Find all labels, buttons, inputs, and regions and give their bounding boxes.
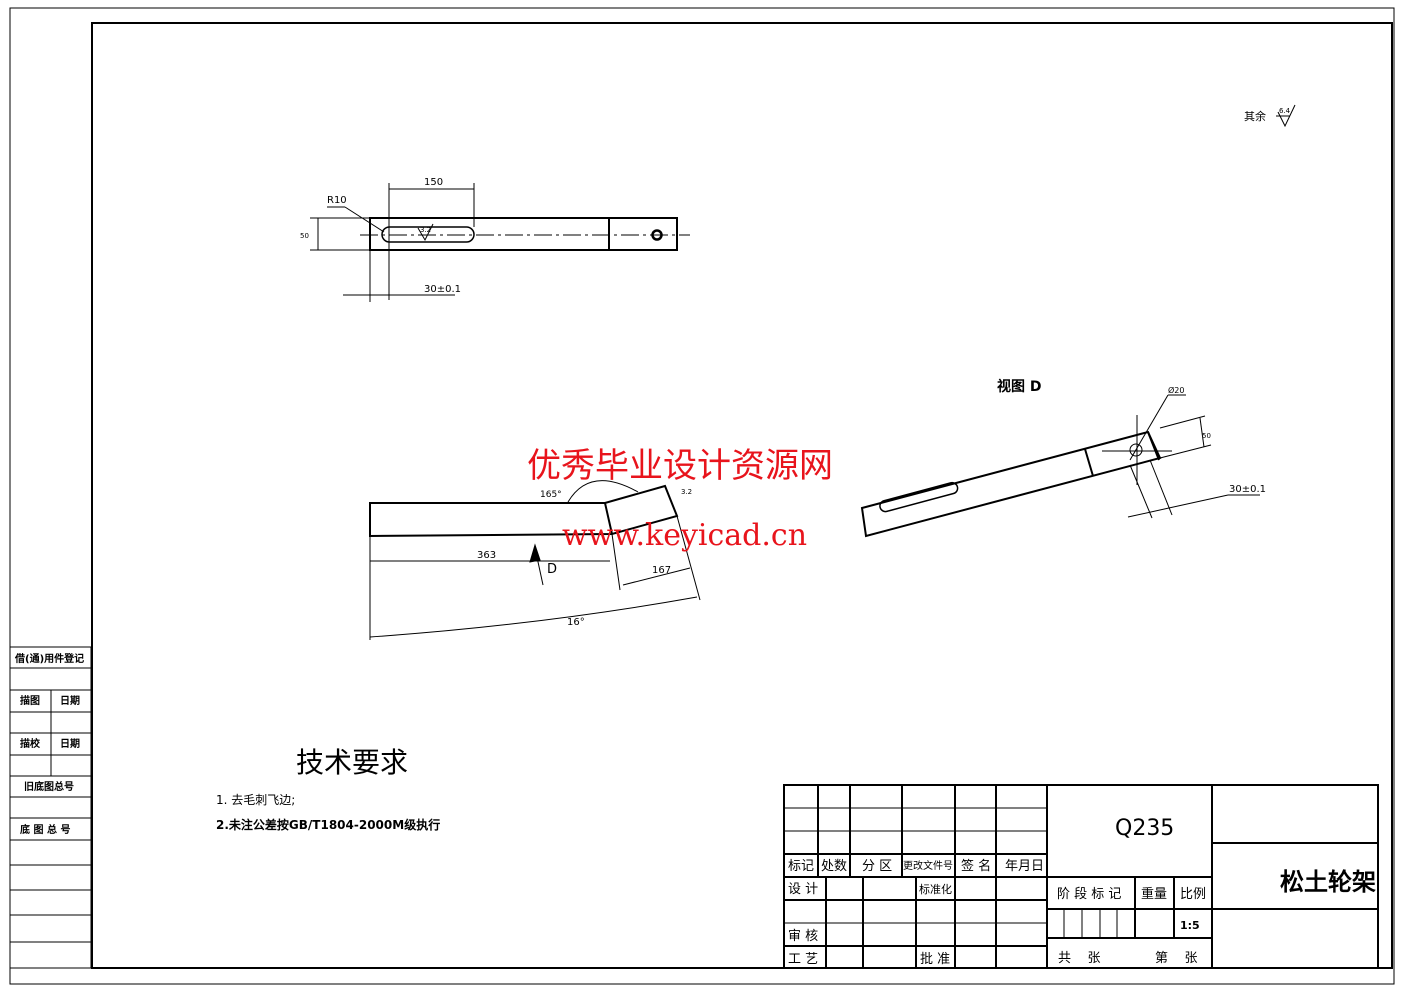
top-view: 150 R10 50 30±0.1 3.2 (300, 177, 690, 302)
dim-radius: R10 (327, 195, 347, 206)
strip-date: 日期 (60, 694, 80, 707)
watermark-title: 优秀毕业设计资源网 (527, 446, 833, 486)
bent-roughness: 3.2 (681, 488, 692, 496)
title-block: 标记 处数 分 区 更改文件号 签 名 年月日 设 计 标准化 审 核 工 艺 … (783, 784, 1379, 969)
strip-check: 描校 (20, 737, 41, 750)
dim-bent: 167 (652, 565, 671, 576)
tb-sheets-total: 共 张 (1058, 951, 1101, 966)
roughness-symbol-icon (1277, 104, 1296, 128)
dim-bend-angle: 165° (540, 490, 562, 500)
tb-sheet-no: 第 张 (1155, 951, 1198, 966)
tb-approve: 批 准 (920, 952, 950, 967)
dim-offset: 30±0.1 (424, 284, 461, 295)
view-d-title: 视图 D (997, 378, 1042, 395)
view-arrow-icon (529, 543, 541, 563)
tb-scale-label: 比例 (1180, 887, 1206, 902)
side-view: 363 167 16° 165° 3.2 D (369, 480, 701, 640)
tech-req-title: 技术要求 (296, 746, 408, 779)
view-d: 视图 D Ø20 50 30±0.1 (860, 378, 1266, 538)
dim-height: 50 (300, 232, 309, 240)
strip-base-no: 底 图 总 号 (20, 823, 70, 836)
dim-offset-d: 30±0.1 (1229, 484, 1266, 495)
tb-header-zone: 分 区 (862, 859, 892, 874)
tb-header-mark: 标记 (788, 859, 814, 874)
dim-width: 50 (1202, 432, 1211, 440)
watermark: 优秀毕业设计资源网 www.keyicad.cn (527, 446, 833, 553)
tb-weight: 重量 (1141, 886, 1167, 902)
slot-roughness: 3.2 (420, 226, 431, 234)
dim-length-150: 150 (424, 177, 443, 188)
tech-req-item: 2.未注公差按GB/T1804-2000M级执行 (216, 817, 440, 832)
tb-stage-mark: 阶 段 标 记 (1057, 887, 1121, 902)
strip-tracing: 描图 (20, 694, 40, 707)
dim-angle: 16° (567, 617, 585, 628)
outer-border (9, 7, 1395, 985)
roughness-note: 其余 6.4 (1244, 104, 1296, 128)
tb-header-signature: 签 名 (961, 858, 991, 874)
tb-header-count: 处数 (821, 859, 847, 874)
tb-part-name: 松土轮架 (1280, 868, 1376, 896)
tb-scale: 1:5 (1180, 919, 1200, 932)
dim-hole: Ø20 (1168, 385, 1184, 395)
tb-review: 审 核 (788, 929, 818, 944)
tb-header-change-doc: 更改文件号 (903, 859, 953, 872)
dim-straight: 363 (477, 550, 496, 561)
view-arrow-label: D (547, 562, 557, 577)
tech-req-item: 1. 去毛刺飞边; (216, 793, 295, 807)
tb-process: 工 艺 (788, 952, 818, 967)
strip-old-no: 旧底图总号 (24, 780, 74, 793)
strip-date: 日期 (60, 737, 80, 750)
roughness-label: 其余 (1244, 109, 1266, 123)
tech-requirements: 技术要求 1. 去毛刺飞边; 2.未注公差按GB/T1804-2000M级执行 (216, 746, 440, 832)
inner-frame (91, 22, 1393, 969)
tb-standardization: 标准化 (919, 882, 952, 896)
strip-borrow-reg: 借(通)用件登记 (14, 652, 84, 665)
tb-header-date: 年月日 (1005, 859, 1044, 874)
left-registration-strip: 借(通)用件登记 描图 日期 描校 日期 旧底图总号 底 图 总 号 (9, 646, 92, 969)
tb-material: Q235 (1115, 816, 1174, 841)
tb-design: 设 计 (788, 882, 818, 897)
roughness-value: 6.4 (1279, 107, 1291, 115)
watermark-url: www.keyicad.cn (562, 518, 807, 553)
